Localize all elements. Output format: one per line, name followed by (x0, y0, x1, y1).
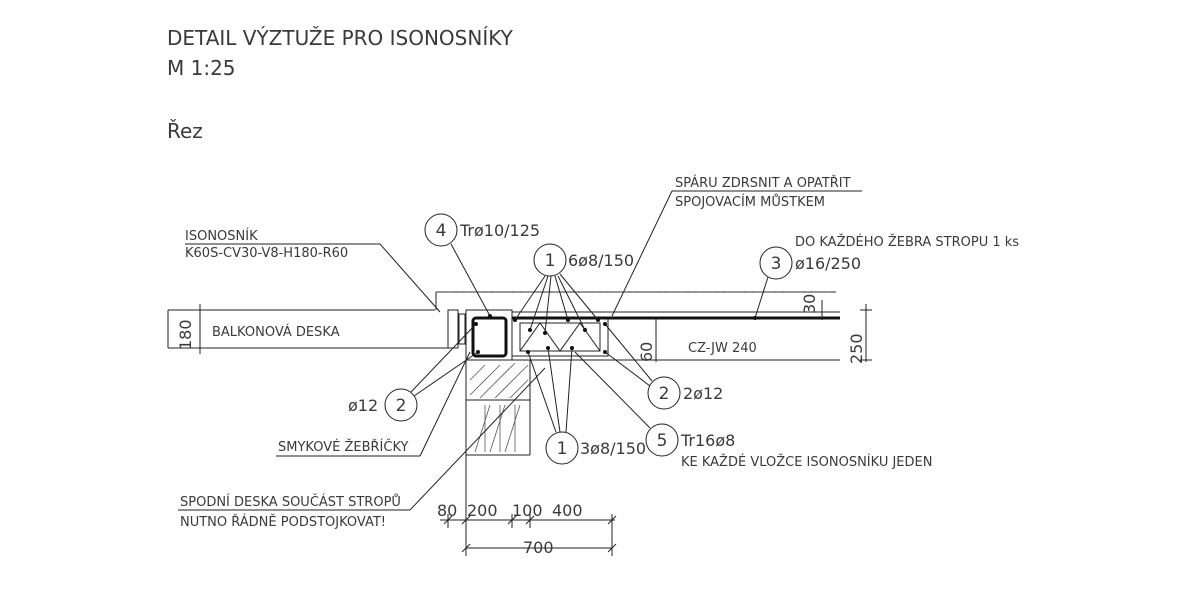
bottom-dimension-chain (440, 514, 617, 556)
dim-700: 700 (523, 538, 554, 557)
bubble-1-top-leaders (514, 273, 599, 334)
shear-ladder-leader (419, 351, 471, 457)
dim-30: 30 (800, 294, 819, 314)
bubble-3-leader (754, 276, 769, 319)
bubble-2-left-number: 2 (396, 396, 407, 416)
bottom-slab-note-line2: NUTNO ŘÁDNĚ PODSTOJKOVAT! (180, 514, 386, 530)
rib-note: DO KAŽDÉHO ŽEBRA STROPU 1 ks (795, 234, 1019, 250)
bubble-2-right-spec: 2ø12 (683, 384, 723, 403)
bubble-3-number: 3 (771, 254, 782, 274)
title-line1: DETAIL VÝZTUŽE PRO ISONOSNÍKY (167, 26, 514, 50)
bubble-1-bottom-spec: 3ø8/150 (580, 439, 646, 458)
dim-250: 250 (847, 333, 866, 364)
bubble-2-left-spec: ø12 (348, 396, 378, 415)
dim-400: 400 (552, 501, 583, 520)
joint-note-leader (611, 190, 673, 317)
beam-hatching (469, 362, 529, 453)
dim-200: 200 (467, 501, 498, 520)
joint-note-line1: SPÁRU ZDRSNIT A OPATŘIT (675, 175, 851, 191)
dim-80: 80 (437, 501, 457, 520)
bubble-5 (645, 423, 679, 457)
bottom-slab-note-line1: SPODNÍ DESKA SOUČÁST STROPŮ (180, 494, 401, 510)
isonosnik-element (435, 291, 836, 349)
right-dimension-lines (612, 300, 872, 362)
ceiling-beam (465, 309, 840, 520)
balcony-slab (167, 304, 448, 354)
dim-60: 60 (637, 342, 656, 362)
bottom-slab-leader (409, 367, 546, 511)
stirrup-note: KE KAŽDÉ VLOŽCE ISONOSNÍKU JEDEN (681, 454, 932, 470)
isonosnik-leader (370, 243, 441, 313)
bubble-3 (759, 246, 793, 280)
bubble-2-right (647, 376, 681, 410)
bubble-4-leader (450, 243, 491, 317)
bubble-5-spec: Tr16ø8 (680, 431, 735, 450)
insert-type-label: CZ-JW 240 (688, 341, 757, 356)
leader-arrowheads (474, 314, 757, 354)
bubble-3-spec: ø16/250 (795, 254, 861, 273)
isonosnik-label: ISONOSNÍK (185, 228, 258, 244)
bubble-1-bottom-number: 1 (557, 439, 568, 459)
section-label: Řez (167, 119, 203, 143)
bubble-1-top (533, 243, 567, 277)
isonosnik-type-label: K60S-CV30-V8-H180-R60 (185, 246, 348, 261)
bubble-5-leader (574, 351, 651, 429)
bubble-1-bottom (545, 431, 579, 465)
bubble-1-bottom-leaders (527, 347, 573, 433)
ceramic-insert (511, 317, 609, 357)
bubble-4-number: 4 (436, 221, 447, 241)
title-scale: M 1:25 (167, 56, 236, 80)
bubble-5-number: 5 (657, 431, 668, 451)
bubble-2-right-leaders (604, 323, 653, 387)
bubble-2-left (384, 388, 418, 422)
joint-note-line2: SPOJOVACÍM MŮSTKEM (675, 194, 825, 210)
bubble-4 (424, 213, 458, 247)
bubble-4-spec: Trø10/125 (459, 221, 540, 240)
bubble-1-top-number: 1 (545, 251, 556, 271)
bubble-2-right-number: 2 (659, 384, 670, 404)
bubble-2-left-leaders (410, 323, 479, 397)
dim-180: 180 (176, 319, 195, 350)
shear-ladder-label: SMYKOVÉ ŽEBŘÍČKY (278, 439, 409, 455)
balcony-slab-label: BALKONOVÁ DESKA (212, 324, 340, 340)
dim-100: 100 (512, 501, 543, 520)
bubble-1-top-spec: 6ø8/150 (568, 251, 634, 270)
